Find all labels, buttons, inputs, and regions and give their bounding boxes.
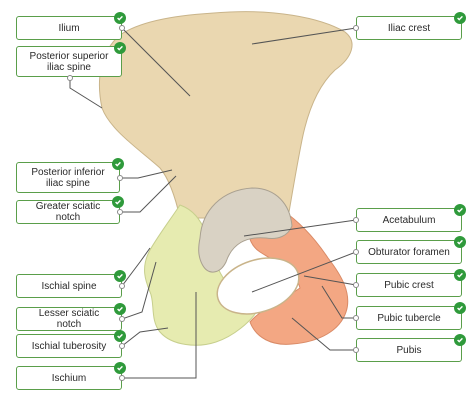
label-pubic-crest-text: Pubic crest (384, 279, 434, 291)
check-icon (114, 12, 126, 24)
check-icon (114, 42, 126, 54)
label-greater-sciatic-notch[interactable]: Greater sciatic notch (16, 196, 124, 224)
label-posterior-inferior-iliac-spine[interactable]: Posterior inferior iliac spine (16, 158, 124, 193)
label-acetabulum[interactable]: Acetabulum (356, 204, 466, 232)
leader-lines (69, 27, 357, 379)
label-acetabulum-text: Acetabulum (382, 214, 436, 226)
connector-dot (353, 315, 359, 321)
connector-dot (353, 25, 359, 31)
label-ilium[interactable]: Ilium (16, 12, 126, 40)
label-ischial-spine[interactable]: Ischial spine (16, 270, 126, 298)
label-posterior-superior-iliac-spine[interactable]: Posterior superior iliac spine (16, 42, 126, 77)
connector-dot (67, 75, 73, 81)
label-pubis[interactable]: Pubis (356, 334, 466, 362)
label-lesser-sciatic-notch[interactable]: Lesser sciatic notch (16, 303, 126, 331)
ilium-region (98, 11, 353, 219)
label-posterior-inferior-iliac-spine-text: Posterior inferior iliac spine (31, 166, 105, 189)
label-iliac-crest-text: Iliac crest (387, 22, 431, 34)
check-icon (114, 330, 126, 342)
label-ischial-tuberosity[interactable]: Ischial tuberosity (16, 330, 126, 358)
check-icon (454, 302, 466, 314)
label-pubic-crest[interactable]: Pubic crest (356, 269, 466, 297)
connector-dot (119, 25, 125, 31)
connector-dot (353, 347, 359, 353)
label-ischial-tuberosity-text: Ischial tuberosity (31, 340, 107, 352)
label-ischium-text: Ischium (51, 372, 87, 384)
label-iliac-crest[interactable]: Iliac crest (356, 12, 466, 40)
connector-dot (353, 249, 359, 255)
connector-dot (119, 375, 125, 381)
connector-dot (353, 282, 359, 288)
label-pubic-tubercle[interactable]: Pubic tubercle (356, 302, 466, 330)
check-icon (454, 334, 466, 346)
label-lesser-sciatic-notch-text: Lesser sciatic notch (38, 308, 100, 330)
check-icon (114, 270, 126, 282)
label-ilium-text: Ilium (58, 22, 80, 34)
check-icon (112, 158, 124, 170)
label-ischial-spine-text: Ischial spine (41, 280, 97, 292)
connector-dot (117, 175, 123, 181)
label-greater-sciatic-notch-text: Greater sciatic notch (35, 201, 101, 223)
label-obturator-foramen[interactable]: Obturator foramen (356, 236, 466, 264)
label-posterior-superior-iliac-spine-text: Posterior superior iliac spine (29, 50, 109, 73)
connector-dot (119, 283, 125, 289)
check-icon (454, 204, 466, 216)
check-icon (112, 196, 124, 208)
connector-dot (353, 217, 359, 223)
acetabulum-region (198, 187, 293, 273)
check-icon (454, 12, 466, 24)
label-obturator-foramen-text: Obturator foramen (368, 246, 450, 258)
check-icon (114, 303, 126, 315)
check-icon (114, 362, 126, 374)
obturator-foramen-region (216, 257, 300, 315)
check-icon (454, 236, 466, 248)
check-icon (454, 269, 466, 281)
label-pubis-text: Pubis (396, 344, 422, 356)
connector-dot (117, 209, 123, 215)
label-pubic-tubercle-text: Pubic tubercle (377, 312, 441, 324)
label-ischium[interactable]: Ischium (16, 362, 126, 390)
connector-dot (119, 316, 125, 322)
connector-dot (119, 343, 125, 349)
